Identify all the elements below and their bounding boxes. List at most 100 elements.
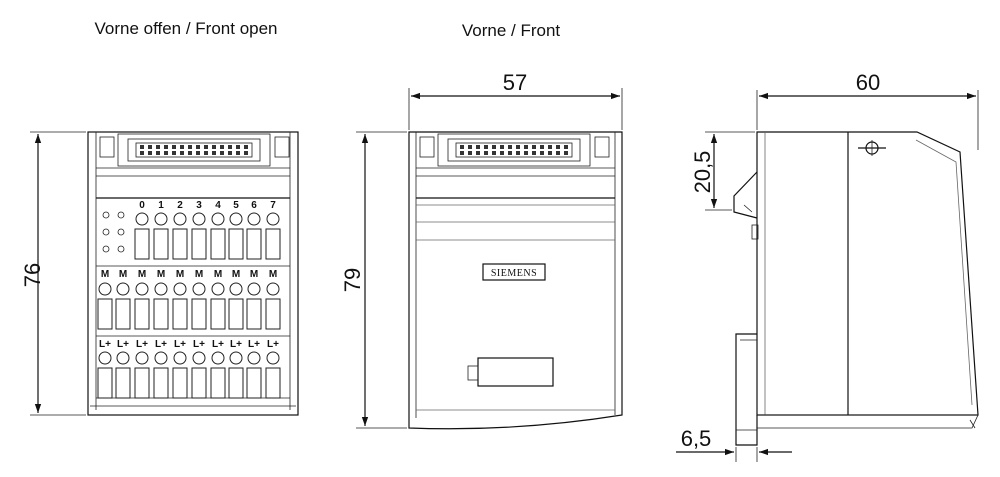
- connector-pin: [172, 151, 176, 155]
- terminal-screw: [192, 282, 206, 296]
- connector-pin: [460, 145, 464, 149]
- terminal-screw: [116, 351, 130, 365]
- connector-pin: [180, 145, 184, 149]
- terminal-clamp: [210, 228, 226, 260]
- connector-pin: [476, 145, 480, 149]
- label-slot: [467, 357, 554, 387]
- connector-pin: [188, 145, 192, 149]
- terminal-clamp: [246, 228, 262, 260]
- terminal-clamp: [228, 367, 244, 399]
- view-title-front: Vorne / Front: [462, 21, 561, 40]
- terminal-clamp: [115, 367, 131, 399]
- terminal-screw: [154, 212, 168, 226]
- connector-pin: [196, 145, 200, 149]
- dimension-label: 57: [503, 70, 527, 95]
- dimension-label: 60: [856, 70, 880, 95]
- terminal-label: M: [250, 269, 258, 280]
- terminal-screw: [154, 282, 168, 296]
- terminal-clamp: [210, 367, 226, 399]
- terminal-clamp: [153, 367, 169, 399]
- terminal-clamp: [134, 228, 150, 260]
- terminal-label: 6: [251, 200, 257, 211]
- connector-pin: [500, 145, 504, 149]
- connector-pin: [204, 151, 208, 155]
- terminal-screw: [229, 212, 243, 226]
- connector-pin: [564, 151, 568, 155]
- dimension-76: 76: [20, 131, 86, 416]
- terminal-clamp: [265, 367, 281, 399]
- connector-pin: [540, 151, 544, 155]
- connector-pin: [516, 145, 520, 149]
- connector-pin: [556, 145, 560, 149]
- terminal-label: M: [157, 269, 165, 280]
- connector-pin: [140, 151, 144, 155]
- terminal-label: M: [138, 269, 146, 280]
- terminal-label: L+: [99, 339, 111, 350]
- terminal-label: 1: [158, 200, 164, 211]
- terminal-label: L+: [136, 339, 148, 350]
- rail-foot: [735, 333, 758, 446]
- terminal-label: L+: [155, 339, 167, 350]
- terminal-label: 5: [233, 200, 239, 211]
- terminal-label: M: [101, 269, 109, 280]
- dimension-20-5: 20,5: [690, 131, 755, 211]
- dimension-60: 60: [756, 70, 979, 150]
- connector-pin: [476, 151, 480, 155]
- connector-pin: [156, 145, 160, 149]
- terminal-screw: [135, 282, 149, 296]
- terminal-label: L+: [267, 339, 279, 350]
- connector-pin: [164, 151, 168, 155]
- terminal-screw: [211, 212, 225, 226]
- dimension-label: 20,5: [690, 151, 715, 194]
- ribbon-connector: [99, 133, 290, 167]
- connector-pin: [148, 151, 152, 155]
- connector-pin: [164, 145, 168, 149]
- terminal-screw: [192, 212, 206, 226]
- terminal-screw: [266, 282, 280, 296]
- connector-pin: [508, 145, 512, 149]
- dimension-label: 76: [20, 263, 45, 287]
- connector-pin: [196, 151, 200, 155]
- terminal-screw: [211, 282, 225, 296]
- terminal-label: L+: [230, 339, 242, 350]
- terminal-screw: [98, 351, 112, 365]
- terminal-label: M: [195, 269, 203, 280]
- connector-pin: [484, 151, 488, 155]
- connector-pin: [244, 151, 248, 155]
- terminal-label: M: [119, 269, 127, 280]
- connector-pin: [204, 145, 208, 149]
- terminal-screw: [154, 351, 168, 365]
- terminal-clamp: [246, 367, 262, 399]
- terminal-screw: [247, 212, 261, 226]
- terminal-clamp: [97, 367, 113, 399]
- terminal-clamp: [172, 367, 188, 399]
- connector-pin: [556, 151, 560, 155]
- terminal-screw: [192, 351, 206, 365]
- terminal-screw: [173, 282, 187, 296]
- connector-pin: [220, 145, 224, 149]
- terminal-screw: [211, 351, 225, 365]
- connector-pin: [188, 151, 192, 155]
- terminal-clamp: [265, 228, 281, 260]
- connector-pin: [508, 151, 512, 155]
- connector-pin: [212, 145, 216, 149]
- connector-pin: [148, 145, 152, 149]
- terminal-clamp: [153, 298, 169, 330]
- connector-pin: [172, 145, 176, 149]
- dimension-label: 6,5: [681, 426, 712, 451]
- connector-pin: [484, 145, 488, 149]
- terminal-screw: [247, 351, 261, 365]
- terminal-label: L+: [212, 339, 224, 350]
- terminal-clamp: [191, 228, 207, 260]
- connector-pin: [492, 145, 496, 149]
- terminal-screw: [266, 212, 280, 226]
- terminal-clamp: [228, 298, 244, 330]
- front-open-view: 0 1 2 3 4 5 6 7 M M M M M M M M M M L+ L…: [20, 131, 299, 416]
- terminal-label: 0: [139, 200, 145, 211]
- terminal-label: 2: [177, 200, 183, 211]
- dimension-57: 57: [408, 70, 623, 130]
- terminal-label: M: [269, 269, 277, 280]
- brand-logo: SIEMENS: [491, 268, 537, 279]
- rail-clip-top: [733, 171, 758, 219]
- connector-pin: [236, 151, 240, 155]
